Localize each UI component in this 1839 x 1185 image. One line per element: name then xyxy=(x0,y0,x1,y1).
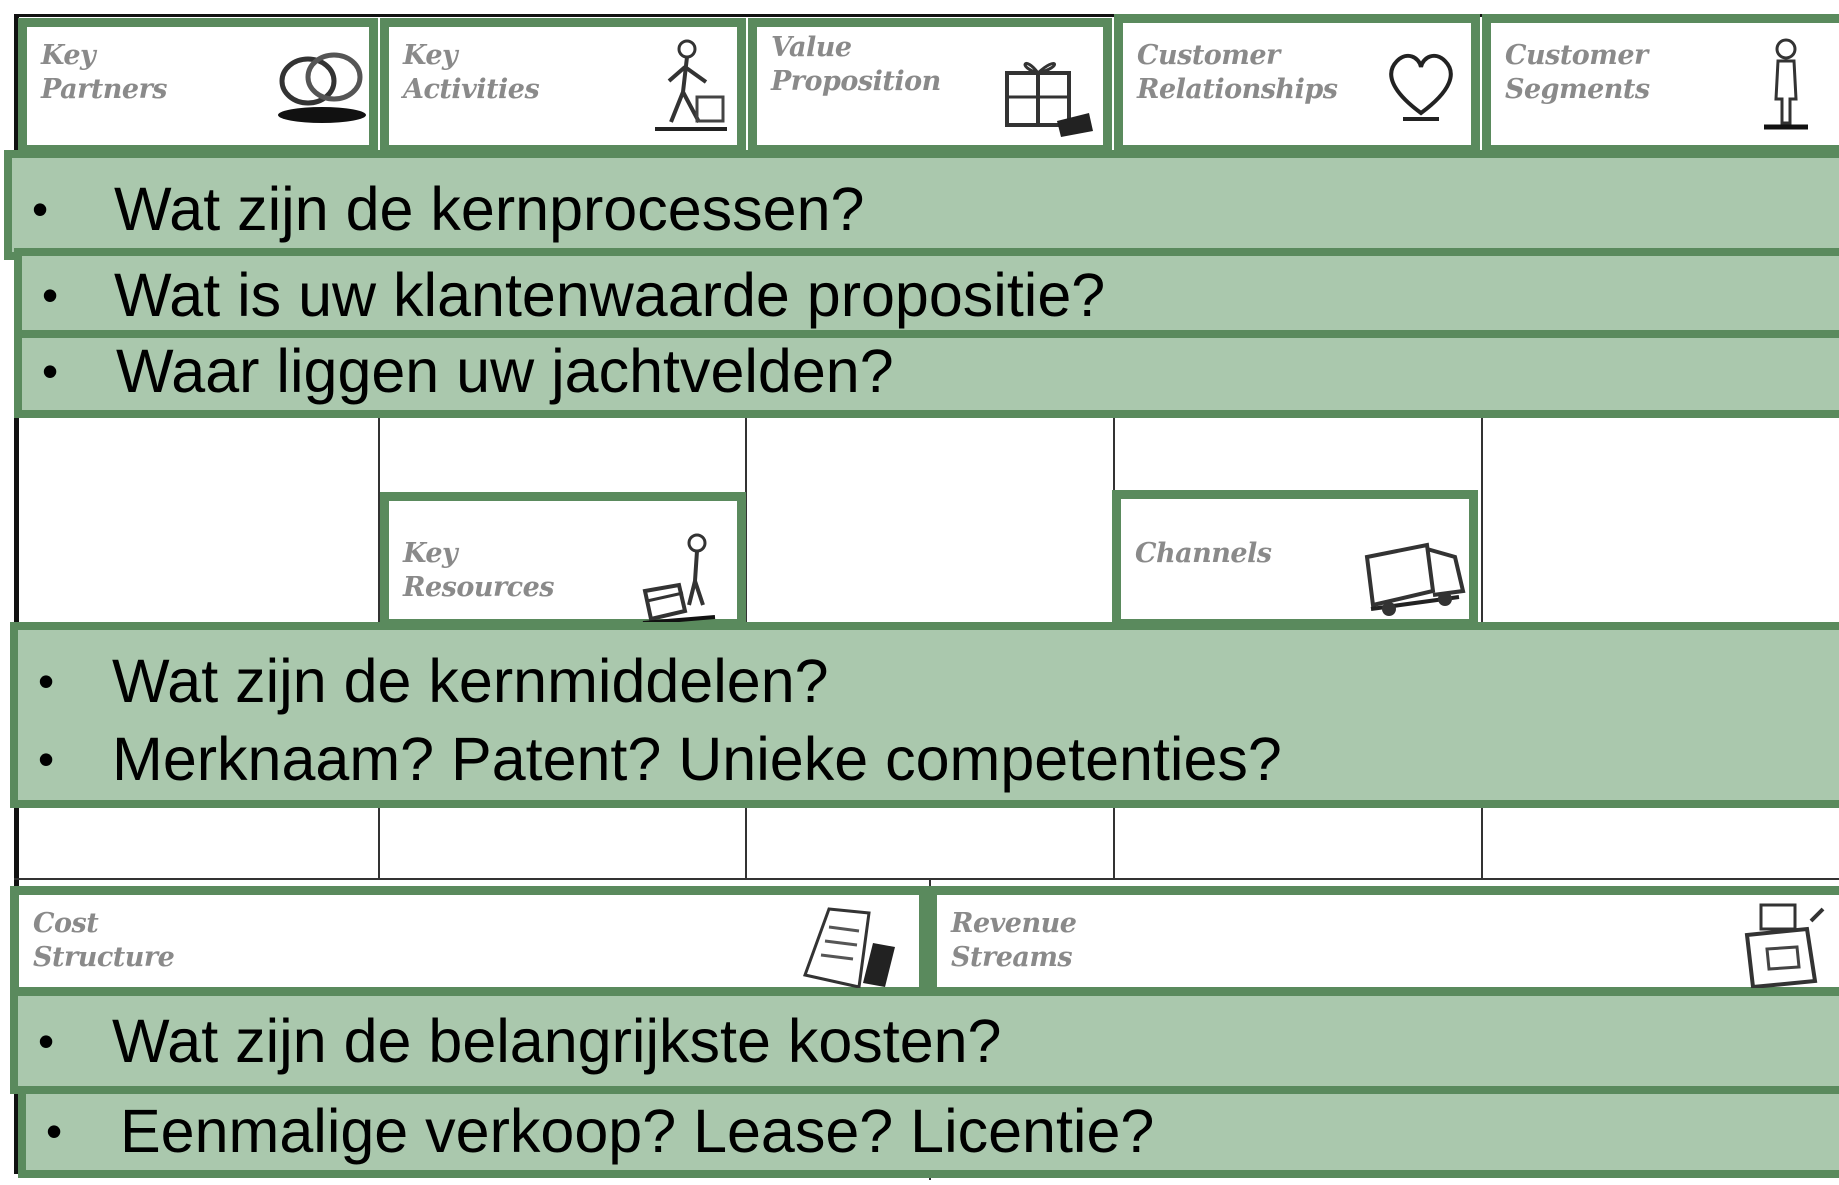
block-label-channels: Channels xyxy=(1135,538,1272,569)
truck-icon xyxy=(1364,542,1466,616)
linked-rings-icon xyxy=(278,52,366,123)
block-label-key-partners: Key Partners xyxy=(41,40,168,105)
question-text: Merknaam? Patent? Unieke competenties? xyxy=(112,725,1282,793)
person-with-cart-icon xyxy=(642,533,716,625)
block-label-value-proposition: Value Proposition xyxy=(771,32,941,97)
block-revenue-streams: Revenue Streams xyxy=(928,886,1839,996)
question-text: Wat zijn de belangrijkste kosten? xyxy=(112,1007,1002,1075)
block-customer-segments: Customer Segments xyxy=(1482,14,1839,154)
question-band-middle: • Wat zijn de kernmiddelen? • Merknaam? … xyxy=(10,622,1839,808)
bullet-item: • Merknaam? Patent? Unieke competenties? xyxy=(18,720,1839,798)
question-text: Eenmalige verkoop? Lease? Licentie? xyxy=(120,1097,1155,1165)
bullet-marker: • xyxy=(38,1015,55,1067)
cash-register-icon xyxy=(1744,903,1825,990)
question-band-top-3: • Waar liggen uw jachtvelden? xyxy=(14,330,1839,418)
question-band-bottom-1: • Wat zijn de belangrijkste kosten? xyxy=(10,988,1839,1094)
bullet-marker: • xyxy=(32,183,49,235)
worker-icon xyxy=(655,39,727,131)
bullet-marker: • xyxy=(38,733,55,785)
question-text: Wat is uw klantenwaarde propositie? xyxy=(114,261,1106,329)
question-band-top-2: • Wat is uw klantenwaarde propositie? xyxy=(14,248,1839,338)
block-label-key-resources: Key Resources xyxy=(403,538,555,603)
block-label-customer-segments: Customer Segments xyxy=(1505,40,1650,105)
block-label-revenue-streams: Revenue Streams xyxy=(951,908,1077,973)
block-label-customer-relationships: Customer Relationships xyxy=(1137,40,1338,105)
question-text: Waar liggen uw jachtvelden? xyxy=(116,337,894,405)
question-band-bottom-2: • Eenmalige verkoop? Lease? Licentie? xyxy=(18,1086,1839,1178)
bullet-item: • Wat zijn de kernprocessen? xyxy=(12,170,1839,248)
question-text: Wat zijn de kernprocessen? xyxy=(114,175,865,243)
block-key-partners: Key Partners xyxy=(18,18,378,154)
gift-icon xyxy=(1005,62,1093,137)
heart-icon xyxy=(1389,53,1453,121)
bullet-marker: • xyxy=(38,655,55,707)
receipt-icon xyxy=(803,907,895,989)
block-cost-structure: Cost Structure xyxy=(10,886,928,996)
grid-line xyxy=(14,878,1839,880)
person-icon xyxy=(1764,38,1808,130)
bullet-item: • Wat zijn de belangrijkste kosten? xyxy=(18,1002,1839,1080)
bullet-marker: • xyxy=(46,1105,63,1157)
bullet-item: • Waar liggen uw jachtvelden? xyxy=(22,332,1839,410)
bullet-marker: • xyxy=(42,345,59,397)
block-value-proposition: Value Proposition xyxy=(748,18,1112,154)
block-customer-relationships: Customer Relationships xyxy=(1114,14,1480,154)
block-key-resources: Key Resources xyxy=(380,492,746,628)
bullet-marker: • xyxy=(42,269,59,321)
block-channels: Channels xyxy=(1112,490,1478,628)
block-label-cost-structure: Cost Structure xyxy=(33,908,175,973)
block-label-key-activities: Key Activities xyxy=(403,40,540,105)
bullet-item: • Wat is uw klantenwaarde propositie? xyxy=(22,256,1839,334)
block-key-activities: Key Activities xyxy=(380,18,746,154)
question-text: Wat zijn de kernmiddelen? xyxy=(112,647,829,715)
bullet-item: • Wat zijn de kernmiddelen? xyxy=(18,642,1839,720)
question-band-top-1: • Wat zijn de kernprocessen? xyxy=(4,150,1839,260)
bullet-item: • Eenmalige verkoop? Lease? Licentie? xyxy=(26,1092,1839,1170)
